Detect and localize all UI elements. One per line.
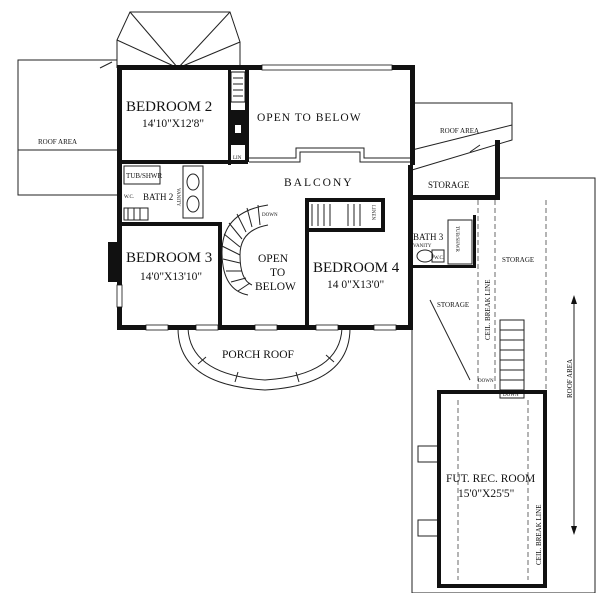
bath-3-label: BATH 3 <box>413 232 444 242</box>
roof-outlines <box>17 11 596 593</box>
tub-shower-right <box>447 219 473 265</box>
roof-area-top-right: ROOF AREA <box>440 127 479 135</box>
storage-right-label: STORAGE <box>502 256 534 264</box>
direction-arrows <box>99 61 577 535</box>
tub-shower-left <box>123 165 161 185</box>
fut-rec-room-name: FUT. REC. ROOM <box>446 473 535 485</box>
bedroom-4-dims: 14 0"X13'0" <box>327 279 384 291</box>
down-right-label: DOWN <box>503 393 519 398</box>
down-stair-label: DOWN <box>262 213 278 218</box>
window-marks <box>116 64 397 331</box>
vanity-left <box>182 165 204 219</box>
vanity-left-label: VANITY <box>175 188 180 207</box>
bedroom-3-name: BEDROOM 3 <box>126 250 212 266</box>
roof-area-left: ROOF AREA <box>38 138 77 146</box>
open-to-below-stair-1: OPEN <box>258 253 289 265</box>
bedroom-2-name: BEDROOM 2 <box>126 99 212 115</box>
roof-area-right: ROOF AREA <box>566 359 574 398</box>
ceil-break-line-mid: CEIL. BREAK LINE <box>484 280 492 340</box>
linen-label-center: LINEN <box>370 205 375 220</box>
wc-left-label: W.C. <box>124 195 134 200</box>
interior-walls <box>122 70 500 327</box>
porch-roof-outline <box>177 327 351 391</box>
straight-staircase <box>499 319 525 399</box>
spiral-staircase <box>221 204 269 296</box>
balcony-label: BALCONY <box>284 177 354 189</box>
bath-2-label: BATH 2 <box>143 192 173 202</box>
ceil-break-line-rec: CEIL. BREAK LINE <box>535 505 543 565</box>
bedroom-3-dims: 14'0"X13'10" <box>140 271 202 283</box>
tub-shower-right-label: TUB/SHWR <box>454 226 459 253</box>
down-left-label: DOWN <box>478 379 494 384</box>
bedroom-4-name: BEDROOM 4 <box>313 260 400 276</box>
open-to-below-stair-2: TO <box>270 267 285 279</box>
ceiling-break-lines <box>457 200 547 580</box>
linen-label-left: LIN <box>233 156 242 161</box>
porch-roof-label: PORCH ROOF <box>222 349 294 361</box>
open-to-below-stair-3: BELOW <box>255 281 296 293</box>
linen-closet-left <box>230 71 246 103</box>
vanity-right-label: VANITY <box>413 244 432 249</box>
storage-mid-label: STORAGE <box>437 301 469 309</box>
future-rec-room-walls <box>417 390 547 588</box>
open-to-below-top: OPEN TO BELOW <box>257 112 362 124</box>
storage-upper-label: STORAGE <box>428 180 470 190</box>
tub-shower-left-label: TUB/SHWR <box>126 172 163 180</box>
bedroom-2-dims: 14'10"X12'8" <box>142 118 204 130</box>
fut-rec-room-dims: 15'0"X25'5" <box>458 488 514 500</box>
wc-right-label: W.C. <box>434 256 444 261</box>
linen-closet-center <box>311 204 361 226</box>
